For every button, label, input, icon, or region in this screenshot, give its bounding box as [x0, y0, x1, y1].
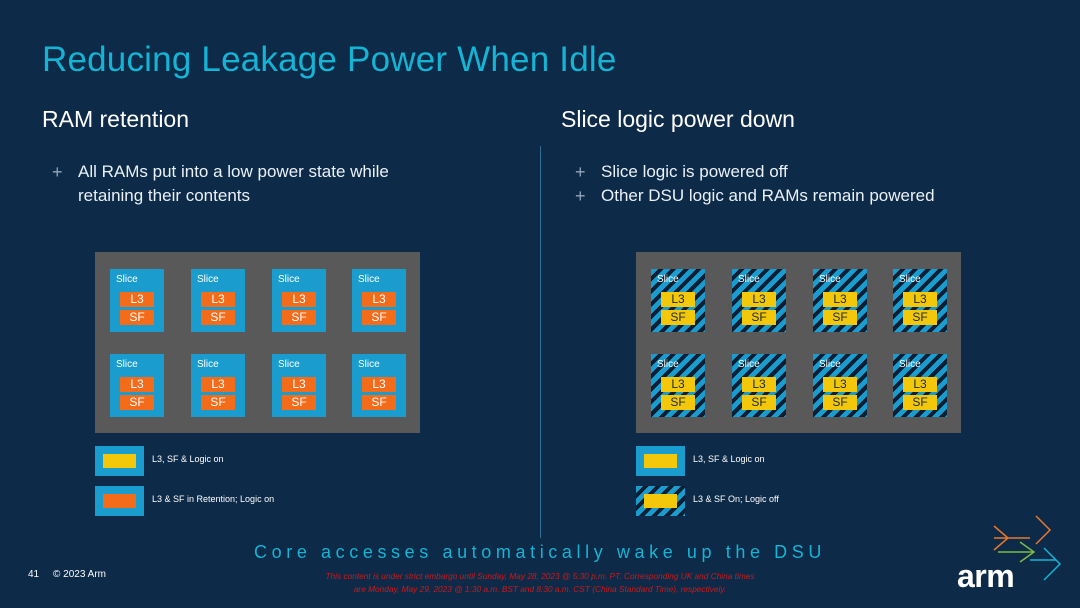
- l3-cache-block: L3: [823, 292, 857, 307]
- left-heading: RAM retention: [42, 106, 190, 132]
- snoop-filter-block: SF: [282, 395, 316, 410]
- l3-cache-block: L3: [201, 377, 235, 392]
- l3-cache-block: L3: [903, 377, 937, 392]
- bullet-item: + Slice logic is powered off: [575, 162, 788, 182]
- l3-cache-block: L3: [362, 377, 396, 392]
- snoop-filter-block: SF: [742, 395, 776, 410]
- slice-label: Slice: [278, 274, 300, 285]
- snoop-filter-block: SF: [362, 395, 396, 410]
- tagline: Core accesses automatically wake up the …: [254, 542, 826, 562]
- slice-label: Slice: [657, 359, 679, 370]
- snoop-filter-block: SF: [661, 395, 695, 410]
- l3-cache-block: L3: [120, 377, 154, 392]
- l3-cache-block: L3: [903, 292, 937, 307]
- snoop-filter-block: SF: [823, 395, 857, 410]
- snoop-filter-block: SF: [823, 310, 857, 325]
- snoop-filter-block: SF: [201, 395, 235, 410]
- snoop-filter-block: SF: [362, 310, 396, 325]
- slice-label: Slice: [819, 359, 841, 370]
- l3-cache-block: L3: [362, 292, 396, 307]
- slice-label: Slice: [819, 274, 841, 285]
- plus-icon: +: [575, 162, 586, 182]
- right-bullets: + Slice logic is powered off + Other DSU…: [575, 160, 935, 208]
- slice-label: Slice: [358, 359, 380, 370]
- snoop-filter-block: SF: [201, 310, 235, 325]
- snoop-filter-block: SF: [903, 310, 937, 325]
- legend-swatch: [636, 486, 685, 516]
- embargo-notice: This content is under strict embargo unt…: [325, 571, 755, 594]
- slice-label: Slice: [899, 274, 921, 285]
- l3-cache-block: L3: [201, 292, 235, 307]
- arm-logo: arm: [957, 558, 1015, 594]
- plus-icon: +: [575, 186, 586, 206]
- l3-cache-block: L3: [742, 377, 776, 392]
- slice-label: Slice: [197, 274, 219, 285]
- slide-title: Reducing Leakage Power When Idle: [42, 40, 617, 79]
- l3-cache-block: L3: [661, 292, 695, 307]
- left-bullets: + All RAMs put into a low power state wh…: [52, 160, 389, 208]
- page-number: 41: [28, 569, 40, 580]
- slice-label: Slice: [899, 359, 921, 370]
- l3-cache-block: L3: [742, 292, 776, 307]
- slice-label: Slice: [738, 274, 760, 285]
- right-heading: Slice logic power down: [561, 106, 795, 132]
- slice-label: Slice: [116, 359, 138, 370]
- slice-label: Slice: [358, 274, 380, 285]
- legend-swatch: [636, 446, 685, 476]
- slice-label: Slice: [738, 359, 760, 370]
- plus-icon: +: [52, 162, 63, 182]
- l3-cache-block: L3: [282, 377, 316, 392]
- slice-label: Slice: [657, 274, 679, 285]
- arm-arrows-icon: [993, 515, 1062, 581]
- footer: 41 © 2023 Arm: [28, 569, 106, 580]
- copyright: © 2023 Arm: [53, 569, 106, 580]
- snoop-filter-block: SF: [661, 310, 695, 325]
- l3-cache-block: L3: [661, 377, 695, 392]
- slice-label: Slice: [116, 274, 138, 285]
- bullet-item: + Other DSU logic and RAMs remain powere…: [575, 186, 935, 206]
- l3-cache-block: L3: [120, 292, 154, 307]
- snoop-filter-block: SF: [903, 395, 937, 410]
- legend-swatch: [95, 446, 144, 476]
- l3-cache-block: L3: [823, 377, 857, 392]
- snoop-filter-block: SF: [120, 395, 154, 410]
- bullet-item: + All RAMs put into a low power state wh…: [52, 162, 389, 205]
- slice-label: Slice: [278, 359, 300, 370]
- snoop-filter-block: SF: [742, 310, 776, 325]
- snoop-filter-block: SF: [120, 310, 154, 325]
- slice-label: Slice: [197, 359, 219, 370]
- l3-cache-block: L3: [282, 292, 316, 307]
- legend-swatch: [95, 486, 144, 516]
- column-divider: [540, 146, 541, 538]
- snoop-filter-block: SF: [282, 310, 316, 325]
